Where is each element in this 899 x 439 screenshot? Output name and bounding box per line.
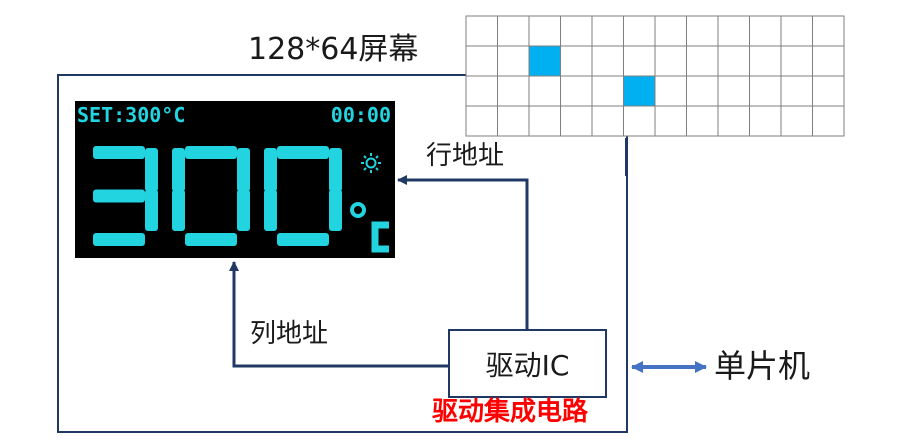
oled-time-text: 00:00 bbox=[330, 103, 391, 127]
grid-pixel bbox=[780, 45, 813, 77]
grid-pixel bbox=[560, 105, 593, 137]
oled-segment-layer bbox=[93, 146, 389, 253]
grid-pixel bbox=[654, 45, 687, 77]
grid-pixel bbox=[497, 105, 530, 137]
segment-g bbox=[93, 189, 145, 203]
segment-c bbox=[329, 189, 342, 231]
grid-pixel bbox=[654, 75, 687, 107]
module-frame bbox=[57, 74, 628, 433]
grid-pixel bbox=[654, 105, 687, 137]
oled-display: SET:300°C 00:00 bbox=[75, 101, 395, 258]
grid-pixel bbox=[465, 45, 498, 77]
segment-d bbox=[185, 233, 237, 246]
segment-a bbox=[93, 146, 145, 159]
grid-pixel bbox=[560, 45, 593, 77]
grid-pixel bbox=[623, 15, 656, 47]
pixel-grid bbox=[465, 15, 845, 137]
grid-pixel bbox=[591, 15, 624, 47]
segment-b bbox=[145, 148, 158, 192]
grid-pixel bbox=[780, 15, 813, 47]
segment-a bbox=[185, 146, 237, 159]
lit-pixel bbox=[528, 45, 561, 77]
seven-segment-digits bbox=[93, 146, 342, 246]
segment-c bbox=[237, 189, 250, 231]
grid-pixel bbox=[591, 105, 624, 137]
grid-pixel bbox=[623, 45, 656, 77]
segment-f bbox=[264, 148, 277, 192]
screen-title: 128*64屏幕 bbox=[248, 32, 419, 67]
grid-pixel bbox=[812, 15, 845, 47]
grid-pixel bbox=[717, 105, 750, 137]
grid-pixel bbox=[591, 75, 624, 107]
grid-pixel bbox=[623, 105, 656, 137]
grid-pixel bbox=[686, 45, 719, 77]
grid-pixel bbox=[749, 75, 782, 107]
sun-icon bbox=[361, 153, 381, 173]
column-address-label: 列地址 bbox=[250, 319, 329, 349]
grid-pixel bbox=[591, 45, 624, 77]
segment-f bbox=[172, 148, 185, 192]
grid-pixel bbox=[812, 45, 845, 77]
grid-pixel bbox=[686, 105, 719, 137]
segment-d bbox=[277, 233, 329, 246]
segment-d bbox=[93, 233, 145, 246]
driver-ic-box: 驱动IC bbox=[448, 329, 607, 398]
lit-pixel bbox=[623, 75, 656, 107]
grid-pixel bbox=[717, 15, 750, 47]
segment-b bbox=[237, 148, 250, 192]
grid-pixel bbox=[749, 105, 782, 137]
grid-pixel bbox=[528, 15, 561, 47]
row-address-label: 行地址 bbox=[426, 141, 505, 171]
row-address-arrow bbox=[397, 175, 529, 330]
grid-pixel bbox=[465, 15, 498, 47]
grid-pixel bbox=[780, 105, 813, 137]
grid-pixel bbox=[497, 45, 530, 77]
grid-pixel bbox=[528, 75, 561, 107]
grid-pixel bbox=[497, 15, 530, 47]
grid-pixel bbox=[812, 75, 845, 107]
grid-pixel bbox=[465, 105, 498, 137]
grid-pixel bbox=[465, 75, 498, 107]
mcu-label: 单片机 bbox=[714, 347, 811, 385]
grid-pixel bbox=[497, 75, 530, 107]
column-address-arrow bbox=[229, 261, 448, 368]
driver-ic-caption: 驱动集成电路 bbox=[432, 397, 589, 427]
grid-pixel bbox=[686, 15, 719, 47]
grid-pixel bbox=[528, 105, 561, 137]
grid-pixel bbox=[812, 105, 845, 137]
segment-b bbox=[329, 148, 342, 192]
grid-pixel bbox=[749, 45, 782, 77]
segment-a bbox=[277, 146, 329, 159]
degree-celsius-symbol bbox=[350, 202, 389, 253]
grid-pixel bbox=[780, 75, 813, 107]
segment-c bbox=[145, 189, 158, 231]
grid-pixel bbox=[717, 45, 750, 77]
grid-pixel bbox=[654, 15, 687, 47]
segment-e bbox=[264, 189, 277, 231]
oled-set-text: SET:300°C bbox=[77, 103, 186, 127]
grid-pixel bbox=[686, 75, 719, 107]
grid-pixel bbox=[717, 75, 750, 107]
grid-pixel bbox=[749, 15, 782, 47]
segment-e bbox=[172, 189, 185, 231]
grid-pixel bbox=[560, 75, 593, 107]
grid-pixel bbox=[560, 15, 593, 47]
